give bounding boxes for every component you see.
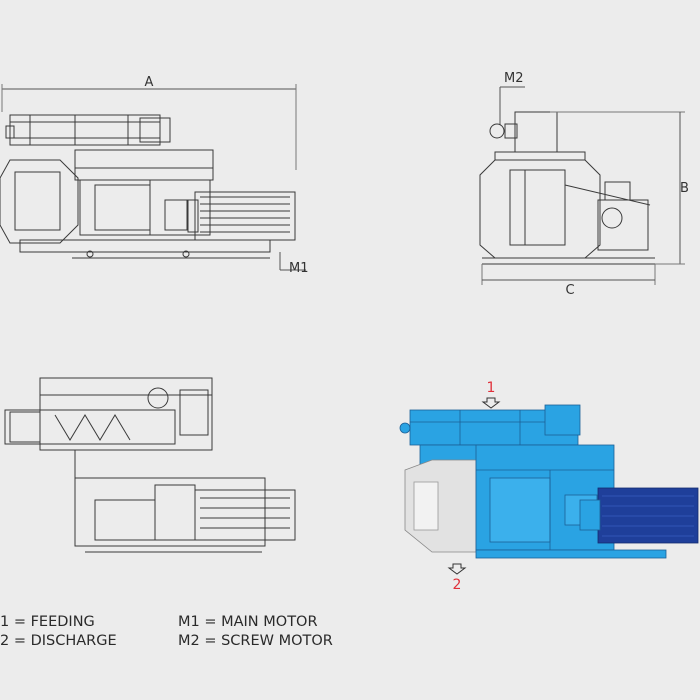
side-body [479, 159, 601, 259]
legend-discharge: 2 = DISCHARGE [0, 633, 117, 649]
discharge-arrow-icon [447, 563, 467, 575]
dimension-label-m2: M2 [504, 71, 524, 86]
side-elevation-view [479, 86, 685, 285]
legend-outputs: 1 = FEEDING 2 = DISCHARGE [0, 613, 117, 651]
dimension-label-m1: M1 [289, 261, 309, 276]
colored-main-motor [597, 487, 699, 544]
legend-feeding: 1 = FEEDING [0, 614, 95, 630]
legend-motors: M1 = MAIN MOTOR M2 = SCREW MOTOR [178, 613, 333, 651]
conditioner-housing [74, 149, 214, 181]
legend-main-motor: M1 = MAIN MOTOR [178, 614, 318, 630]
plan-main-motor [194, 489, 296, 541]
plan-screw [4, 409, 176, 445]
plan-view [4, 377, 296, 553]
colored-machine-view [399, 404, 699, 559]
base-frame [19, 239, 271, 253]
legend-screw-motor: M2 = SCREW MOTOR [178, 633, 333, 649]
feeding-marker: 1 [487, 380, 496, 396]
plan-upper-frame [39, 377, 213, 451]
front-elevation-view [0, 84, 306, 271]
feeding-arrow-icon [481, 397, 501, 409]
dimension-label-c: C [565, 283, 574, 298]
main-body [79, 179, 211, 236]
dimension-label-a: A [145, 75, 154, 90]
dimension-label-b: B [680, 181, 689, 196]
discharge-marker: 2 [453, 577, 462, 593]
screw-feeder [9, 114, 161, 146]
screw-motor [514, 111, 558, 153]
plan-lower-body [74, 477, 266, 547]
die-chamber [0, 159, 79, 244]
